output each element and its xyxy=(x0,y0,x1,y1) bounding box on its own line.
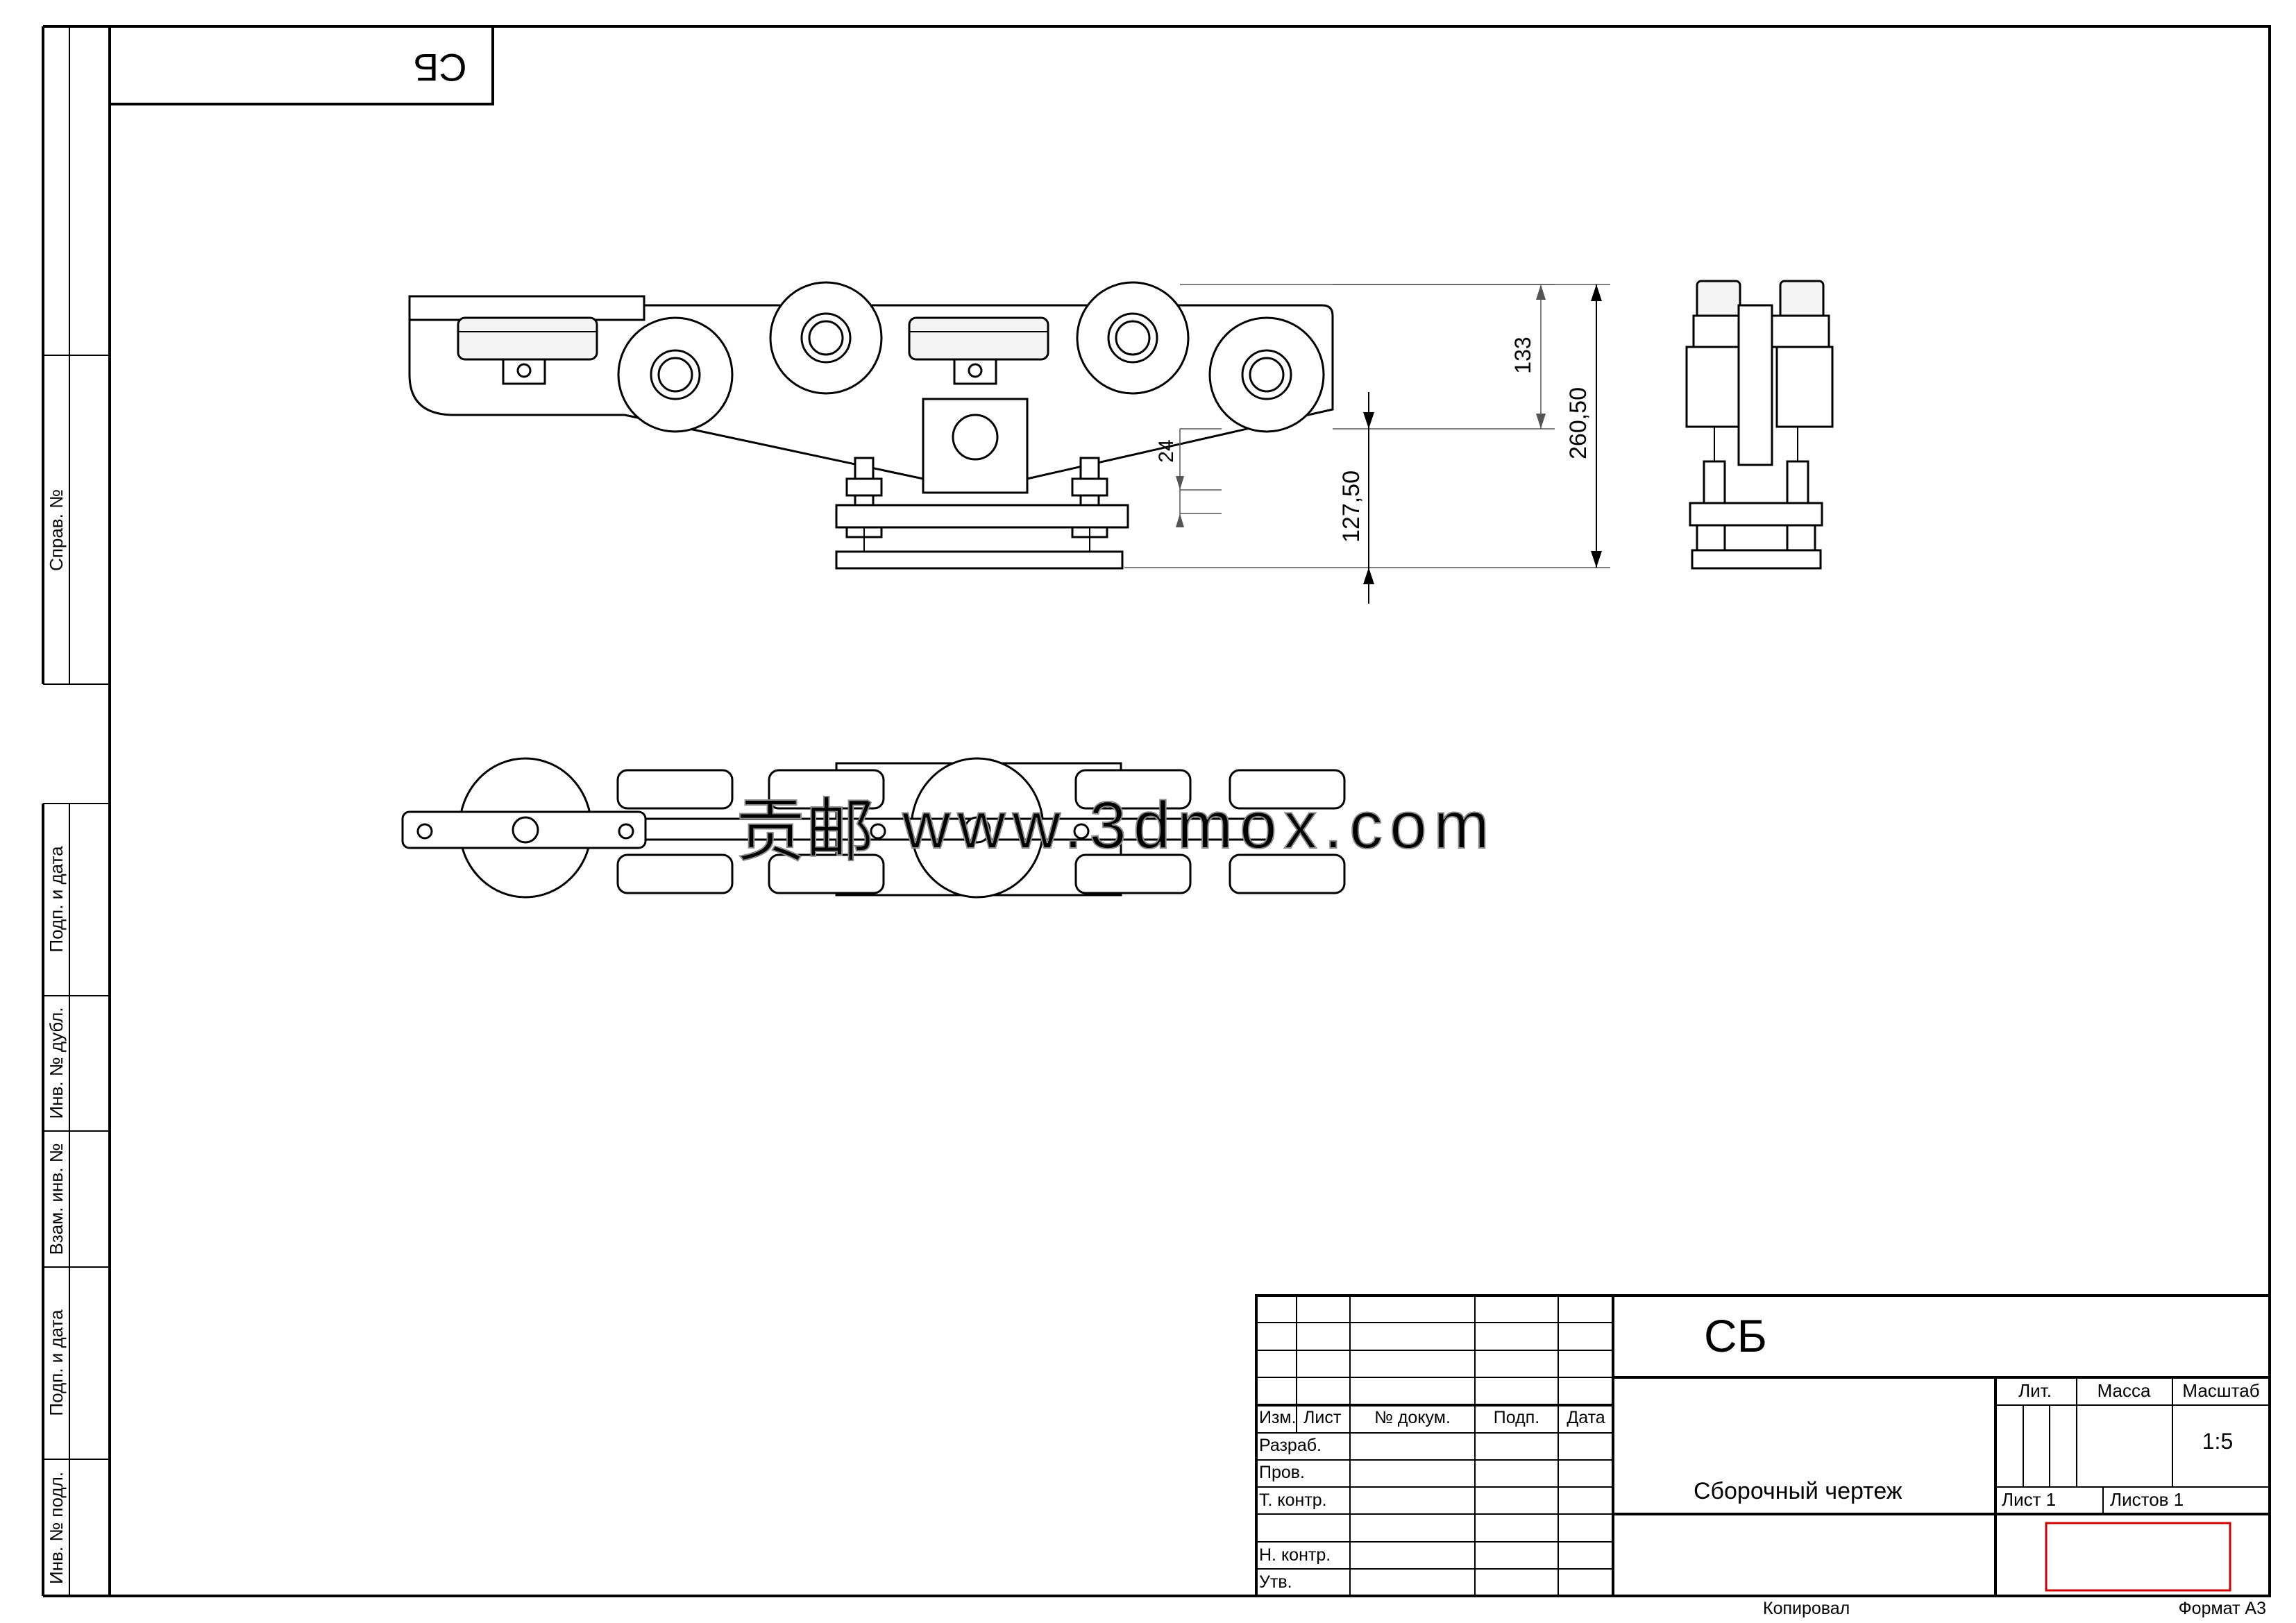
masshtab-label: Масштаб xyxy=(2182,1380,2259,1401)
side-nut-left xyxy=(1703,460,1726,504)
side-nut-right xyxy=(1786,460,1809,504)
col-list: Лист xyxy=(1303,1408,1342,1427)
top-axle-bar xyxy=(644,817,1272,841)
top-pin-3 xyxy=(618,823,634,840)
top-roller-7 xyxy=(1229,769,1346,810)
sheet-label: Лист 1 xyxy=(2002,1489,2056,1510)
stamp-box xyxy=(2045,1522,2231,1592)
footer-kopiroval: Копировал xyxy=(1763,1599,1850,1618)
top-pin-5 xyxy=(963,816,991,844)
label-vzam-inv-no: Взам. инв. № xyxy=(46,1143,67,1255)
inner-frame xyxy=(108,25,2271,1597)
side-hub-left xyxy=(1685,346,1744,428)
title-code: СБ xyxy=(1704,1310,1767,1361)
side-view xyxy=(1685,280,1834,570)
top-roller-5 xyxy=(1074,769,1192,810)
top-plate xyxy=(408,295,645,321)
top-roller-1 xyxy=(616,769,734,810)
label-inv-no-dubl: Инв. № дубл. xyxy=(46,1007,67,1119)
dimensions-front xyxy=(1124,284,1610,604)
watermark-glyphs: 贡邮 xyxy=(736,792,875,870)
top-pin-6 xyxy=(1073,823,1090,840)
dim-24: 24 xyxy=(1155,439,1178,462)
dim-260: 260,50 xyxy=(1565,387,1592,459)
guide-roller-left xyxy=(457,316,598,361)
wheel-4 xyxy=(1208,316,1325,433)
row-t-kontr: Т. контр. xyxy=(1259,1490,1327,1510)
base-plate xyxy=(835,550,1124,570)
title-name: Сборочный чертеж xyxy=(1694,1478,1902,1504)
guide-roller-mid xyxy=(908,316,1049,361)
top-view xyxy=(401,757,1346,899)
scale-value: 1:5 xyxy=(2202,1429,2233,1454)
top-roller-4 xyxy=(768,853,885,894)
wheel-1 xyxy=(617,316,734,433)
row-prov: Пров. xyxy=(1259,1463,1305,1482)
label-podp-data-2: Подп. и дата xyxy=(46,1309,67,1416)
col-izm: Изм. xyxy=(1259,1408,1297,1427)
front-view xyxy=(408,281,1334,570)
side-hub-right xyxy=(1775,346,1834,428)
side-mount-plate xyxy=(1689,502,1823,527)
massa-label: Масса xyxy=(2097,1380,2151,1401)
label-podp-data-1: Подп. и дата xyxy=(46,846,67,953)
dim-127: 127,50 xyxy=(1338,470,1365,543)
side-bolt-right xyxy=(1786,524,1816,552)
top-roller-6 xyxy=(1074,853,1192,894)
top-roller-2 xyxy=(616,853,734,894)
footer-format: Формат A3 xyxy=(2179,1599,2266,1618)
col-podp: Подп. xyxy=(1494,1408,1539,1427)
top-pin-1 xyxy=(416,823,433,840)
row-n-kontr: Н. контр. xyxy=(1259,1545,1331,1565)
watermark: 贡邮 www.3dmox.com xyxy=(735,788,1496,871)
col-doc-no: № докум. xyxy=(1374,1408,1451,1427)
bracket-screw-left xyxy=(516,363,532,378)
wheel-3 xyxy=(1076,281,1190,395)
top-pin-2 xyxy=(512,816,539,844)
code-mirrored: СБ xyxy=(413,46,466,90)
row-razrab: Разраб. xyxy=(1259,1436,1322,1455)
top-pin-4 xyxy=(870,823,886,840)
row-utv: Утв. xyxy=(1259,1572,1292,1592)
label-inv-no-podl: Инв. № подл. xyxy=(46,1472,67,1584)
watermark-url: www.3dmox.com xyxy=(902,788,1496,863)
side-base-plate xyxy=(1691,549,1822,570)
dim-133: 133 xyxy=(1510,337,1535,373)
title-block xyxy=(1255,1294,2271,1597)
bolt-right xyxy=(1071,457,1108,538)
lit-label: Лит. xyxy=(2018,1380,2052,1401)
col-data: Дата xyxy=(1567,1408,1605,1427)
wheel-2 xyxy=(769,281,883,395)
side-bolt-left xyxy=(1696,524,1726,552)
bracket-screw-mid xyxy=(968,363,983,378)
mount-plate xyxy=(835,504,1129,529)
side-center-post xyxy=(1737,304,1773,466)
sheets-label: Листов 1 xyxy=(2110,1489,2184,1510)
code-box-top xyxy=(108,25,494,105)
label-sprav-no: Справ. № xyxy=(46,489,67,571)
pivot-pin xyxy=(952,414,999,461)
top-roller-8 xyxy=(1229,853,1346,894)
top-roller-3 xyxy=(768,769,885,810)
